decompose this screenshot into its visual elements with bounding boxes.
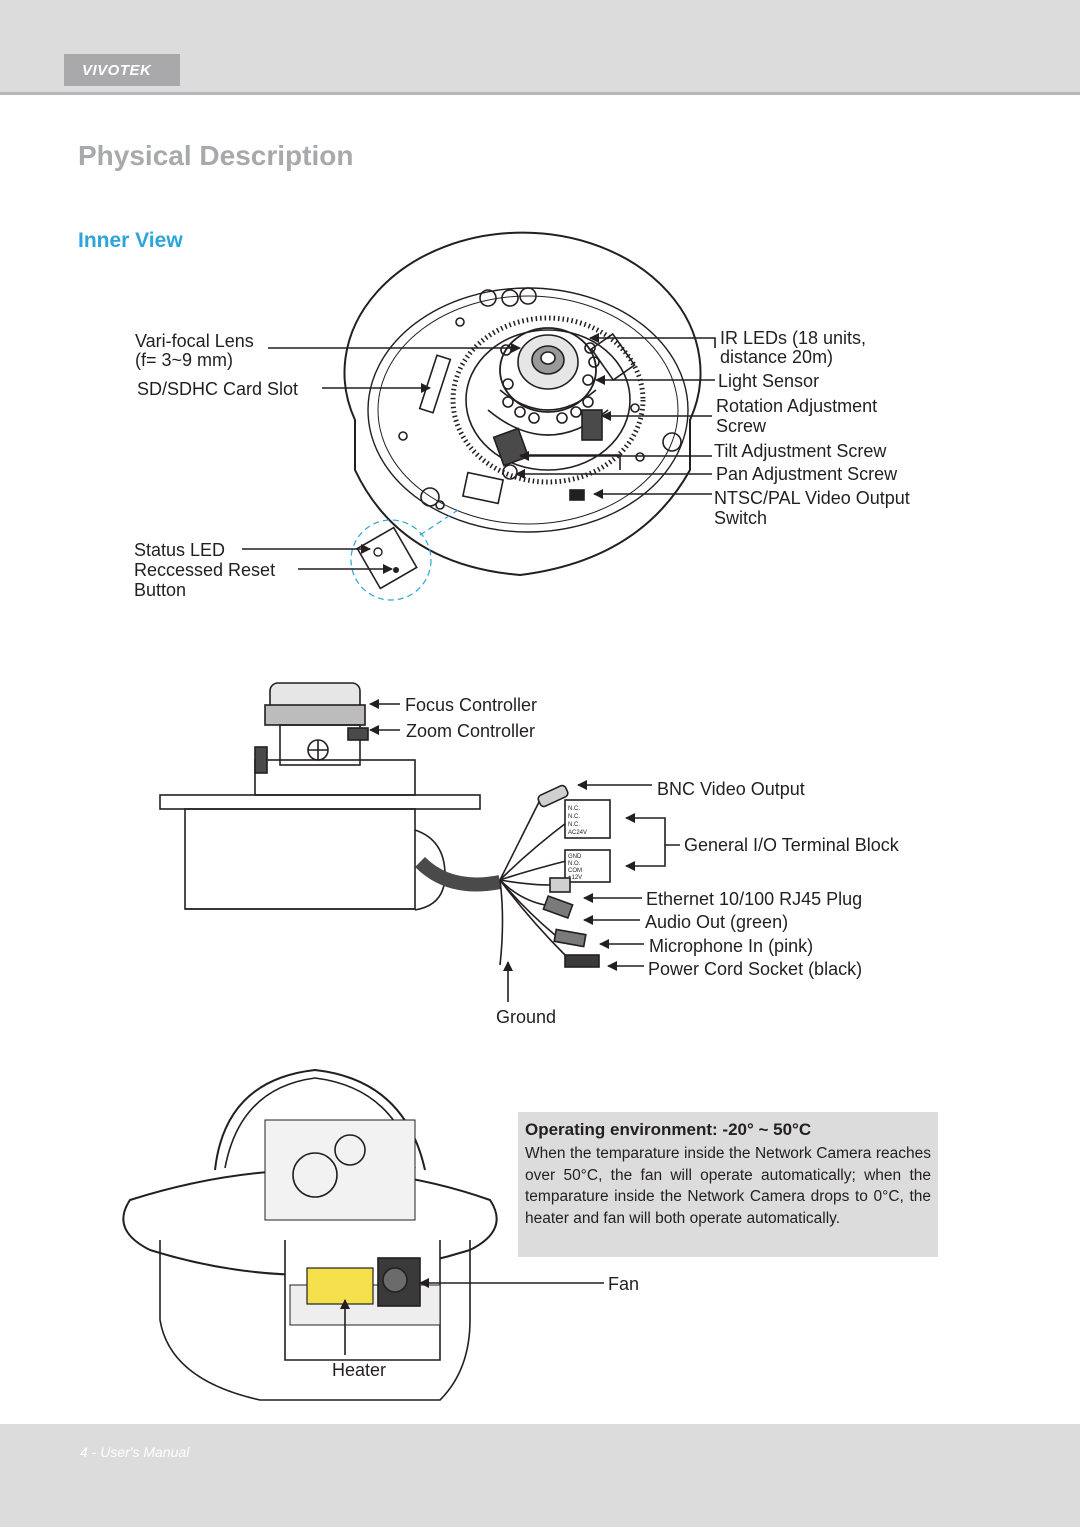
diagram2-leaders: [369, 699, 680, 1002]
label-audio-out: Audio Out (green): [645, 912, 789, 932]
svg-text:+12V: +12V: [568, 875, 582, 881]
svg-text:N.C.: N.C.: [568, 822, 580, 828]
camera-side-view: [159, 682, 481, 911]
label-rotation-line1: Rotation Adjustment: [716, 396, 878, 416]
label-fan: Fan: [608, 1274, 640, 1294]
label-heater: Heater: [332, 1360, 387, 1380]
label-zoom-controller: Zoom Controller: [406, 721, 536, 741]
label-microphone-in: Microphone In (pink): [649, 936, 814, 956]
dome-cutaway: [122, 1068, 498, 1401]
footer-page-label: 4 - User's Manual: [80, 1444, 190, 1460]
label-rotation-line2: Screw: [716, 416, 767, 436]
page-title: Physical Description: [78, 140, 354, 171]
label-ntsc-line2: Switch: [714, 508, 768, 528]
label-vari-focal-lens: Vari-focal Lens: [135, 331, 254, 351]
header-bar: [0, 0, 1080, 92]
label-pan-screw: Pan Adjustment Screw: [716, 464, 898, 484]
label-ir-leds-line2: distance 20m): [720, 347, 834, 367]
terminal-block-labels: N.C. N.C. N.C. AC24V GND N.O. COM +12V: [568, 806, 587, 881]
label-ground: Ground: [496, 1007, 557, 1027]
label-ntsc-line1: NTSC/PAL Video Output: [714, 488, 910, 508]
svg-text:AC24V: AC24V: [568, 830, 587, 836]
label-focal-range: (f= 3~9 mm): [135, 350, 234, 370]
label-bnc-video-output: BNC Video Output: [657, 779, 805, 799]
label-power-cord-socket: Power Cord Socket (black): [648, 959, 863, 979]
svg-text:N.O.: N.O.: [568, 861, 581, 867]
svg-text:COM: COM: [568, 868, 582, 874]
operating-environment-text: When the temparature inside the Network …: [525, 1145, 931, 1228]
cable-bundle: [415, 784, 611, 968]
section-title: Inner View: [78, 229, 183, 252]
status-led-inset: [350, 509, 459, 601]
label-general-io-terminal: General I/O Terminal Block: [684, 835, 899, 855]
footer-bar: [0, 1424, 1080, 1527]
brand-tab: [64, 54, 180, 86]
svg-text:N.C.: N.C.: [568, 806, 580, 812]
brand-logo: VIVOTEK: [82, 62, 152, 79]
label-reset-line2: Button: [134, 580, 187, 600]
svg-text:GND: GND: [568, 854, 582, 860]
label-status-led: Status LED: [134, 540, 226, 560]
operating-environment-title: Operating environment: -20° ~ 50°C: [525, 1120, 812, 1139]
label-ethernet-plug: Ethernet 10/100 RJ45 Plug: [646, 889, 863, 909]
label-ir-leds-line1: IR LEDs (18 units,: [720, 328, 867, 348]
label-sd-card-slot: SD/SDHC Card Slot: [137, 379, 299, 399]
label-light-sensor: Light Sensor: [718, 371, 820, 391]
diagram1-leaders: [242, 333, 716, 574]
diagram3-leaders: [340, 1278, 604, 1355]
header-divider: [0, 92, 1080, 95]
operating-environment-box: [518, 1112, 938, 1257]
label-tilt-screw: Tilt Adjustment Screw: [714, 441, 887, 461]
dome-top-view: [343, 231, 702, 577]
svg-text:N.C.: N.C.: [568, 814, 580, 820]
label-focus-controller: Focus Controller: [405, 695, 538, 715]
label-reset-line1: Reccessed Reset: [134, 560, 276, 580]
